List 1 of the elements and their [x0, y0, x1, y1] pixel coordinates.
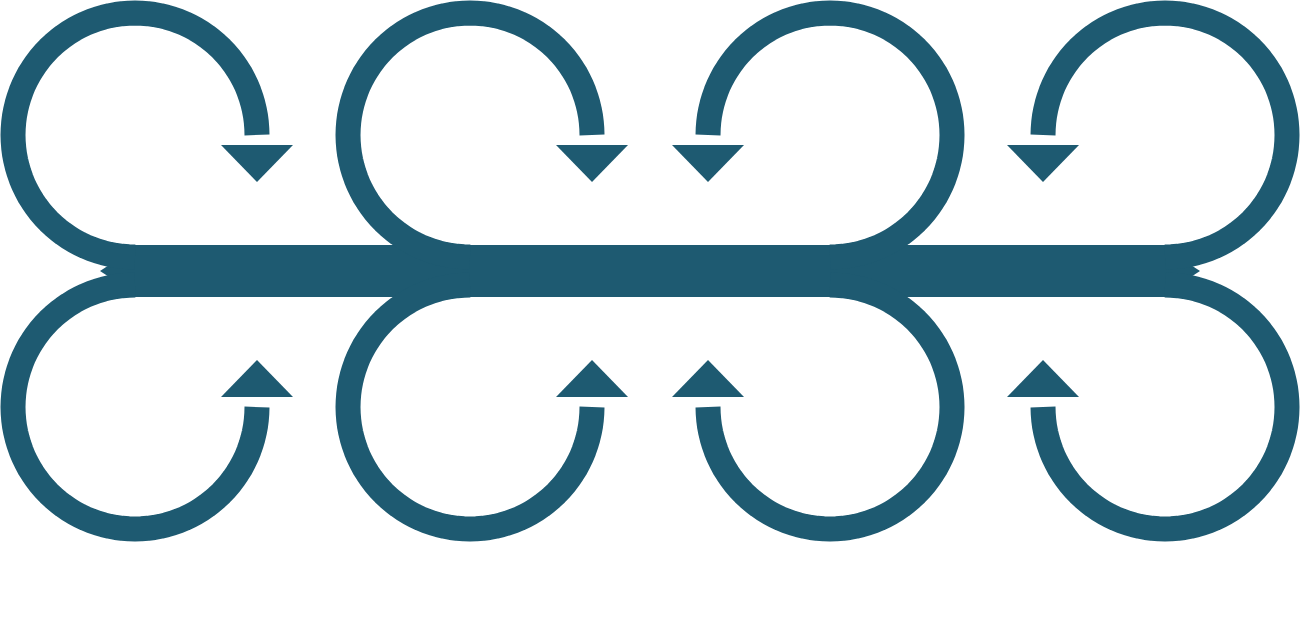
circular-arrows-drawing [0, 0, 1300, 542]
